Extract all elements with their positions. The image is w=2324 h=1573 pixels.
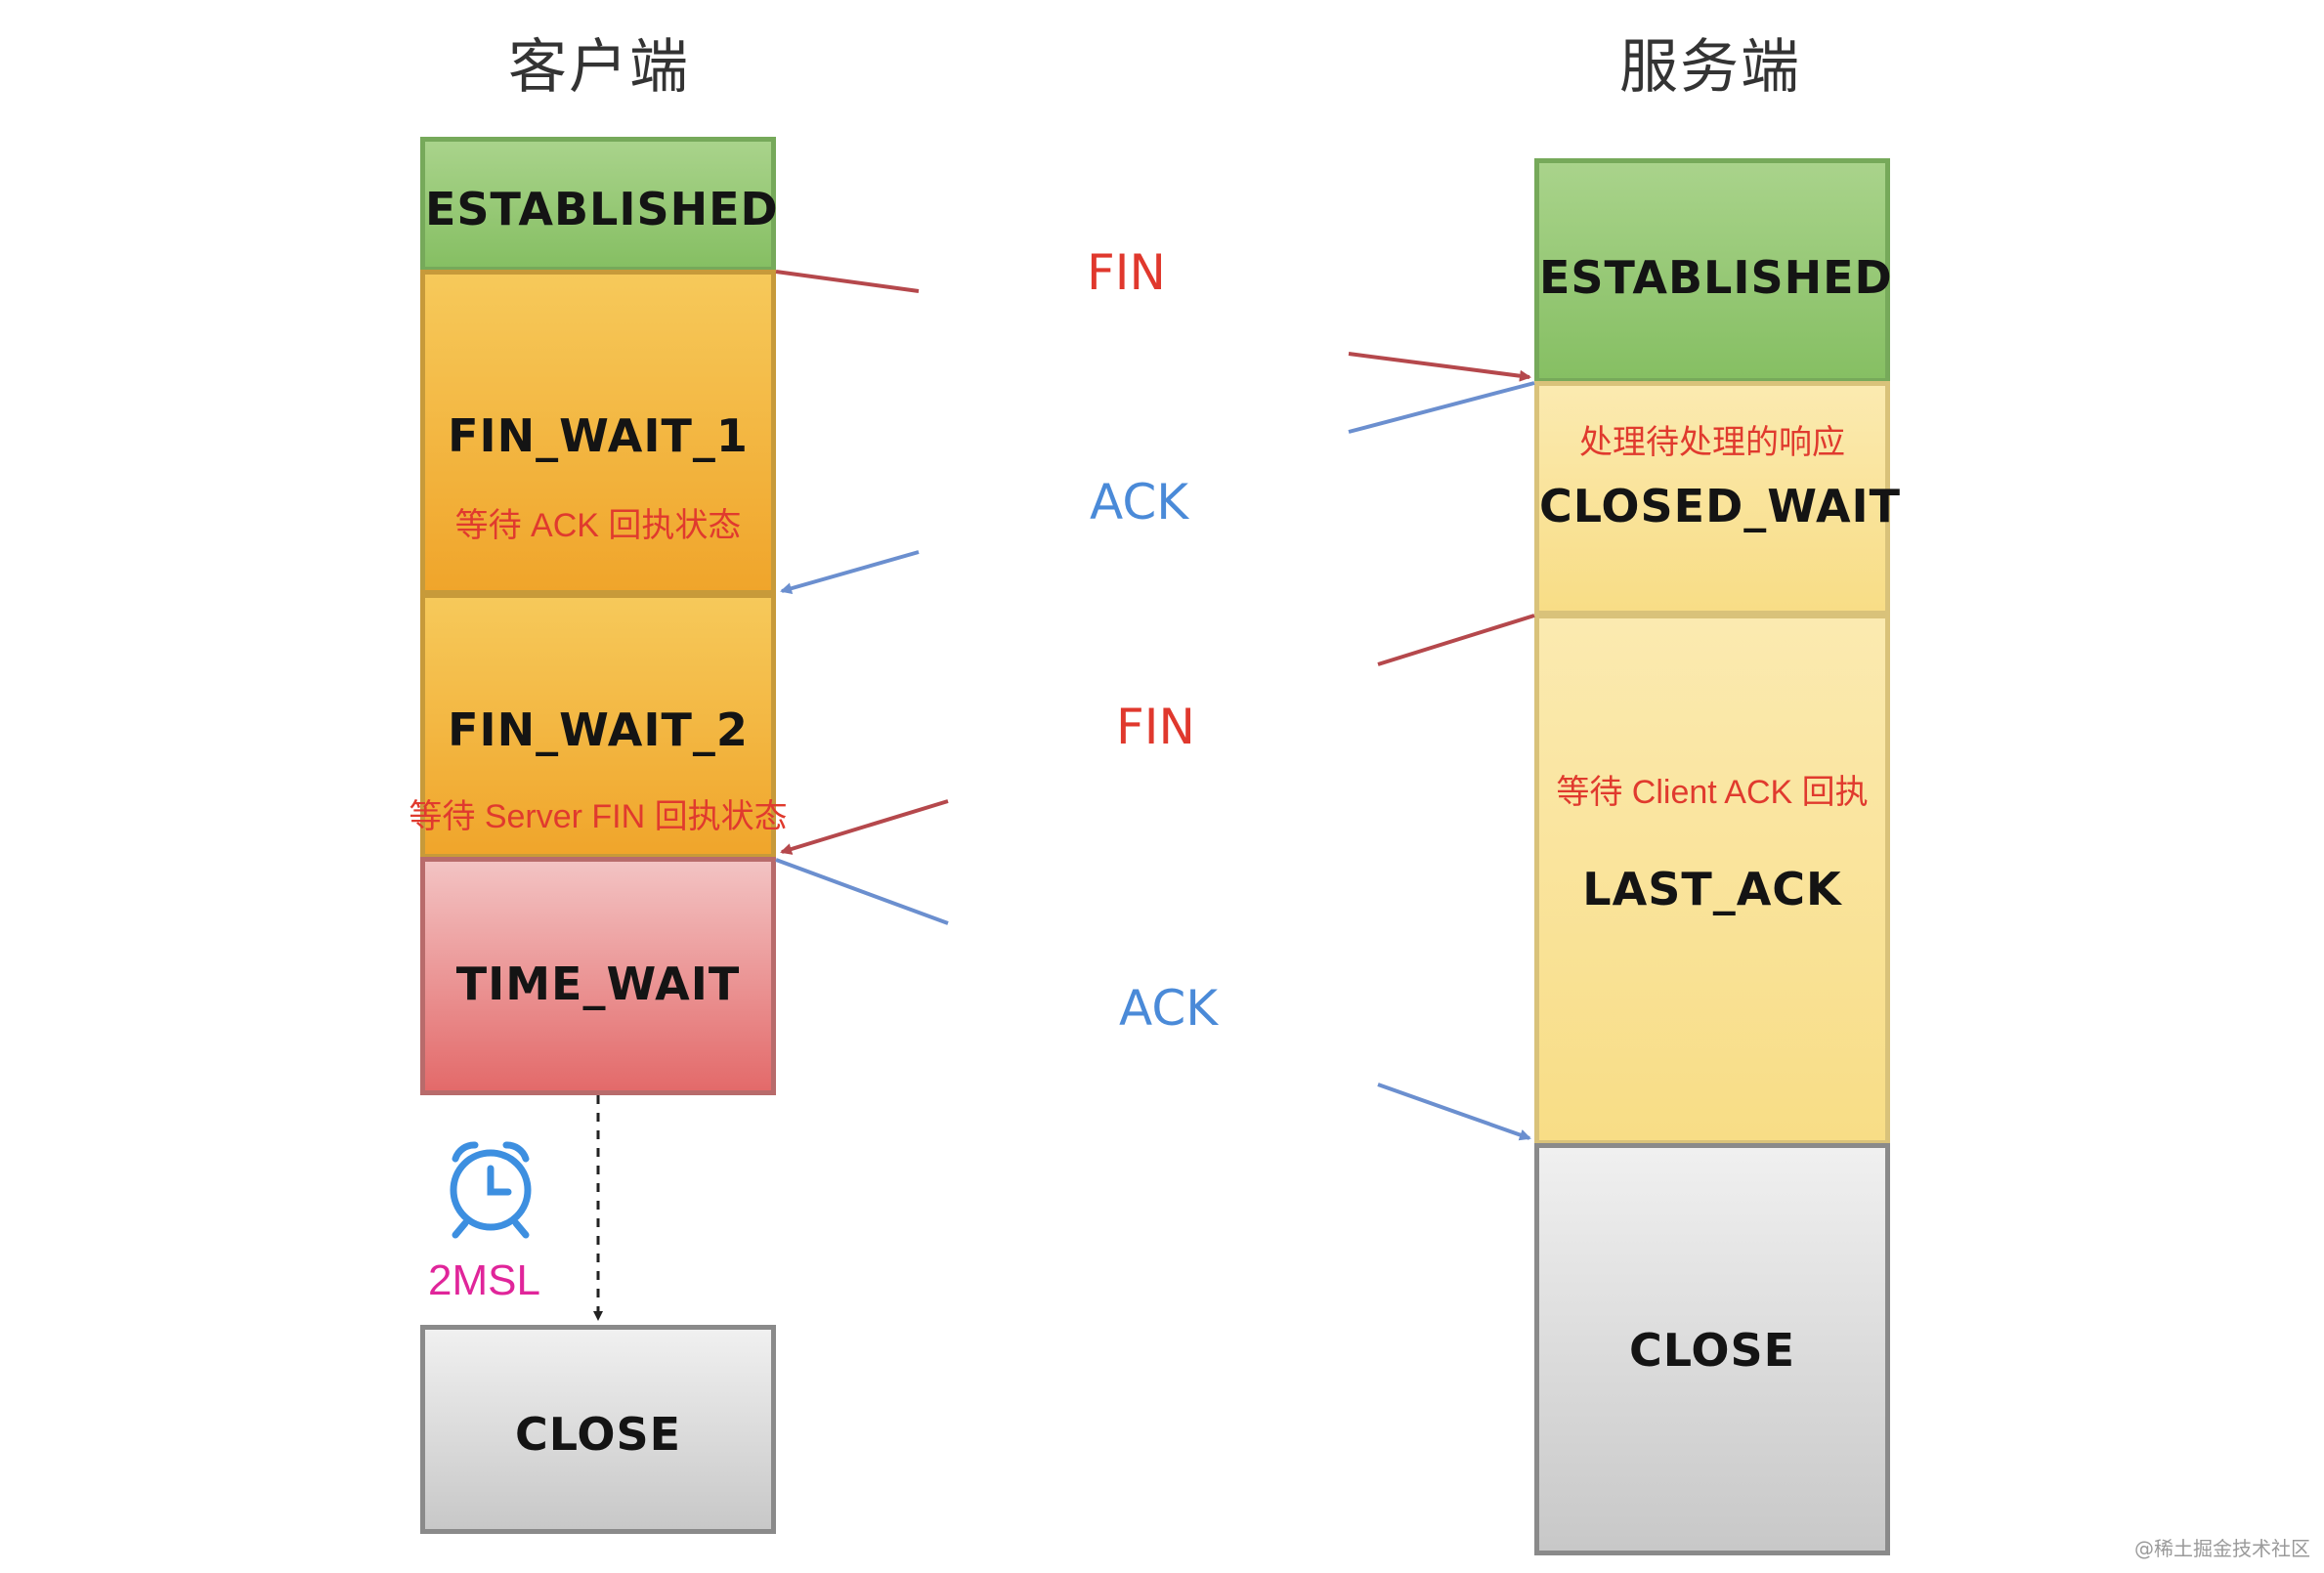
state-label: TIME_WAIT <box>455 957 741 1010</box>
fin-arrow-1 <box>775 270 1531 382</box>
client-state-time-wait: TIME_WAIT <box>420 857 776 1095</box>
state-label: FIN_WAIT_1 <box>448 409 749 462</box>
client-state-established: ESTABLISHED <box>420 137 779 272</box>
watermark: @稀土掘金技术社区 <box>2134 1537 2310 1560</box>
client-state-close: CLOSE <box>420 1325 776 1534</box>
state-label: ESTABLISHED <box>425 183 779 235</box>
message-ack-1: ACK <box>1090 474 1189 531</box>
client-state-fin-wait-2: FIN_WAIT_2 等待 Server FIN 回执状态 <box>409 593 788 859</box>
server-title: 服务端 <box>1619 33 1801 102</box>
alarm-clock-icon <box>450 1141 532 1239</box>
state-label: ESTABLISHED <box>1539 251 1893 304</box>
message-fin-2: FIN <box>1116 699 1195 755</box>
state-note: 等待 Client ACK 回执 <box>1556 774 1869 811</box>
state-label: CLOSE <box>1628 1324 1796 1377</box>
message-ack-2: ACK <box>1119 980 1219 1037</box>
fin-arrow-2 <box>780 614 1535 855</box>
timer-label: 2MSL <box>428 1256 540 1304</box>
client-title: 客户端 <box>508 33 690 102</box>
server-state-close: CLOSE <box>1534 1143 1890 1555</box>
state-label: LAST_ACK <box>1582 863 1842 915</box>
server-state-last-ack: 等待 Client ACK 回执 LAST_ACK <box>1534 614 1890 1145</box>
state-label: FIN_WAIT_2 <box>448 703 749 756</box>
state-note: 等待 ACK 回执状态 <box>454 507 742 544</box>
server-state-closed-wait: 处理待处理的响应 CLOSED_WAIT <box>1534 381 1902 616</box>
ack-arrow-1 <box>780 381 1535 595</box>
state-note: 处理待处理的响应 <box>1579 424 1845 461</box>
state-label: CLOSED_WAIT <box>1539 480 1902 532</box>
client-state-fin-wait-1: FIN_WAIT_1 等待 ACK 回执状态 <box>420 270 776 595</box>
message-fin-1: FIN <box>1087 244 1166 301</box>
state-label: CLOSE <box>514 1408 682 1461</box>
ack-arrow-2 <box>775 858 1531 1141</box>
server-state-established: ESTABLISHED <box>1534 158 1893 383</box>
state-note: 等待 Server FIN 回执状态 <box>409 798 788 835</box>
